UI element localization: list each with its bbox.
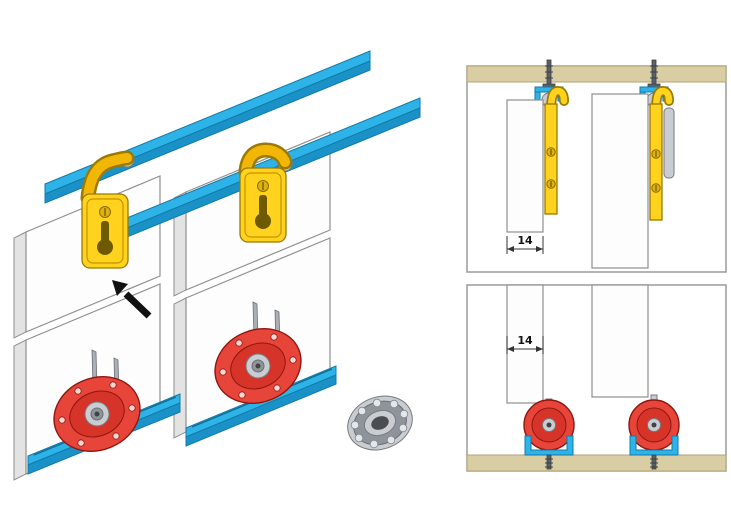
top-hanger-1 — [80, 150, 135, 269]
arrowhead-icon — [507, 246, 514, 252]
bearing-ball — [389, 399, 399, 409]
rim-hole — [270, 333, 278, 341]
top-hanger-2 — [238, 142, 293, 243]
dimension-bottom: 14 — [506, 334, 544, 354]
bearing-ball — [372, 398, 382, 408]
hanger-plate-inner — [86, 198, 124, 264]
floor-base — [466, 454, 727, 472]
dimension-label-bottom: 14 — [517, 334, 533, 347]
detail-bottom-section: 14 — [466, 284, 727, 472]
hanger-hook — [547, 87, 568, 116]
screw-icon — [651, 59, 657, 87]
hanger-hook — [652, 87, 673, 116]
axle-center — [651, 422, 657, 428]
detail-top-section: 14 — [466, 59, 727, 273]
screw-icon — [546, 59, 552, 87]
section-roller-left — [506, 284, 575, 470]
panel-side-face — [13, 231, 27, 339]
pointer-arrow — [112, 280, 152, 319]
bottom-roller-1 — [53, 349, 141, 452]
rim-hole — [112, 432, 120, 440]
rim-hole — [74, 387, 82, 395]
keyhole-icon — [255, 213, 271, 229]
rim-hole — [289, 356, 297, 364]
bottom-track-channel — [629, 435, 679, 456]
hanger-plate-inner — [244, 172, 282, 238]
keyhole-icon — [97, 239, 113, 255]
hanger-strap — [544, 103, 558, 215]
rim-hole — [77, 439, 85, 447]
section-hanger-right — [591, 59, 675, 269]
panel-side-face — [173, 297, 187, 439]
bottom-roller-2 — [214, 301, 302, 404]
door-panel-section — [506, 99, 544, 233]
rim-hole — [235, 339, 243, 347]
bearing-ball — [369, 439, 379, 449]
track-front-face — [185, 374, 337, 447]
section-roller-right — [591, 284, 680, 470]
arrowhead-icon — [507, 346, 514, 352]
arrowhead-icon — [536, 346, 543, 352]
ball-bearing — [347, 395, 413, 451]
section-hanger-left — [506, 59, 569, 233]
rim-hole — [128, 404, 136, 412]
arrow-shaft — [123, 291, 152, 319]
hanger-strap — [649, 103, 663, 221]
axle-center — [546, 422, 552, 428]
hanger-arm — [83, 153, 132, 203]
bearing-ball — [357, 406, 367, 416]
rim-hole — [109, 381, 117, 389]
bearing-ball — [386, 435, 396, 445]
bearing-ball — [398, 423, 408, 433]
screw-icon — [651, 454, 657, 470]
door-panel-section — [591, 284, 649, 398]
bearing-ball — [350, 420, 360, 430]
panel-side-face — [13, 339, 27, 481]
isometric-view — [13, 50, 421, 481]
door-panel-section — [506, 284, 544, 404]
dimension-top: 14 — [506, 234, 544, 254]
hanger-housing — [663, 107, 675, 179]
hanger-arm — [241, 144, 290, 177]
rim-hole — [58, 416, 66, 424]
bearing-ball — [399, 409, 409, 419]
arrowhead-icon — [536, 246, 543, 252]
rim-hole — [238, 391, 246, 399]
screw-icon — [546, 454, 552, 470]
bottom-track-channel — [524, 435, 574, 456]
dimension-label-top: 14 — [517, 234, 533, 247]
bearing-bore — [371, 416, 389, 430]
axle-center — [94, 411, 100, 417]
track-front-face — [44, 60, 371, 204]
axle-center — [255, 363, 261, 369]
rim-hole — [273, 384, 281, 392]
ceiling-header — [466, 65, 727, 83]
rim-hole — [219, 368, 227, 376]
arrow-head-icon — [112, 280, 128, 296]
bearing-ball — [354, 433, 364, 443]
door-panel-section — [591, 93, 649, 269]
